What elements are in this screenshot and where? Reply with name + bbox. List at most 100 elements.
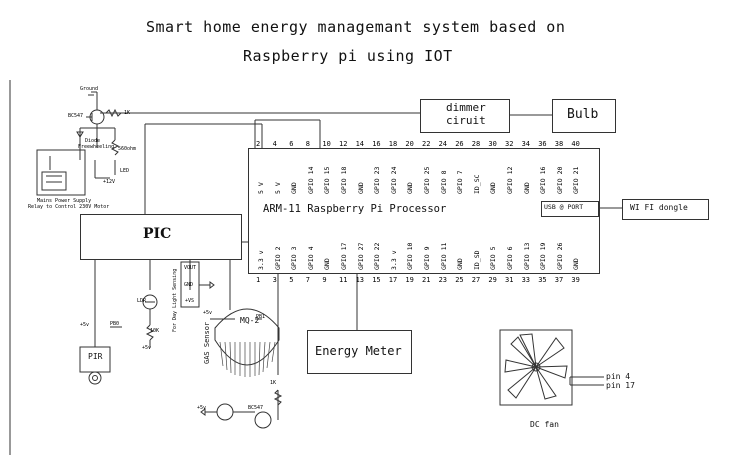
gpio-bottom-pin-label: GPIO 27 — [356, 242, 365, 270]
dc-fan-label: DC fan — [530, 420, 559, 429]
gpio-top-pin-label: GPIO 8 — [439, 170, 448, 194]
gas-sensor-label: GAS Sensor — [203, 321, 211, 364]
pir-pb0-label: PB0 — [110, 321, 120, 327]
gpio-bottom-pin-number: 5 — [289, 276, 294, 284]
wifi-dongle-label: WI FI dongle — [630, 203, 688, 212]
gpio-bottom-pin-label: GPIO 22 — [373, 242, 382, 270]
gpio-top-pin-label: GND — [356, 182, 365, 194]
gpio-bottom-pin-number: 21 — [422, 276, 431, 284]
gpio-top-pin-label: GND — [290, 182, 299, 194]
gpio-top-pin-label: GPIO 14 — [306, 166, 315, 194]
bc547-top-label: BC547 — [68, 113, 84, 119]
gpio-bottom-pin-label: GPIO 19 — [539, 242, 548, 270]
gpio-bottom-pin-number: 9 — [322, 276, 327, 284]
gpio-top-pin-number: 10 — [322, 140, 331, 148]
energy-meter-block — [307, 330, 412, 374]
day-light-label: For Day Light Sensing — [172, 268, 178, 332]
gpio-top-pin-label: GPIO 7 — [456, 170, 465, 194]
gpio-top-pin-label: GND — [522, 182, 531, 194]
gpio-bottom-pin-label: GPIO 5 — [489, 246, 498, 270]
gpio-bottom-pin-number: 13 — [355, 276, 365, 284]
bc547-bottom-label: BC547 — [248, 405, 264, 411]
gpio-bottom-pin-label: GPIO 9 — [423, 246, 431, 270]
ground-label: Ground — [80, 86, 99, 92]
gpio-bottom-pin-label: 3.3 v — [389, 250, 398, 270]
gpio-top-pin-label: GPIO 25 — [423, 166, 431, 194]
wifi-dongle-block — [622, 199, 709, 220]
mains-label: Mains Power Supply — [37, 198, 92, 204]
gpio-bottom-pin-label: GPIO 11 — [439, 242, 448, 270]
pir-5v-label: +5v — [80, 322, 90, 328]
gpio-top-pin-label: ID_SC — [472, 174, 481, 194]
gpio-bottom-pin-label: GND — [456, 258, 465, 270]
pic-microcontroller-block — [80, 214, 242, 260]
led-label: LED — [120, 168, 130, 174]
gpio-top-pin-label: GPIO 15 — [323, 166, 332, 194]
gpio-top-pin-number: 34 — [521, 140, 531, 148]
mq2-pb1-label: PB1 — [256, 314, 266, 320]
gpio-bottom-pin-number: 29 — [488, 276, 497, 284]
gpio-bottom-pin-label: GPIO 6 — [506, 246, 514, 270]
gpio-bottom-pin-label: GPIO 4 — [306, 246, 315, 270]
gpio-top-pin-number: 16 — [372, 140, 381, 148]
gpio-bottom-pin-number: 27 — [471, 276, 481, 284]
dimmer-label-1: dimmer — [446, 101, 486, 114]
mq2-label: MQ-2 — [240, 316, 260, 325]
gpio-top-pin-label: 5 V — [273, 182, 282, 194]
title-line-1: Smart home energy managemant system base… — [146, 18, 566, 36]
energy-meter-label: Energy Meter — [315, 344, 402, 358]
pin4-label: pin 4 — [606, 372, 631, 381]
relay-label: Relay to Control 230V Motor — [28, 204, 110, 210]
bulb-block — [552, 99, 616, 133]
gpio-bottom-pin-number: 1 — [256, 276, 261, 284]
gpio-bottom-pin-number: 25 — [455, 276, 464, 284]
gpio-bottom-pin-number: 11 — [339, 276, 348, 284]
gpio-bottom-pin-label: GPIO 2 — [273, 246, 282, 270]
pic-label: PIC — [143, 226, 172, 242]
gpio-bottom-pin-label: GPIO 10 — [406, 242, 415, 270]
gpio-bottom-pin-number: 17 — [388, 276, 398, 284]
gnd-sensor-label: GND — [184, 282, 194, 288]
gpio-bottom-pin-number: 33 — [521, 276, 531, 284]
gpio-top-pin-number: 36 — [538, 140, 547, 148]
gpio-top-pin-number: 18 — [388, 140, 398, 148]
gpio-top-pin-label: GPIO 18 — [340, 166, 348, 194]
pir-label: PIR — [88, 352, 103, 361]
bottom-5v-label: +5v — [197, 405, 207, 411]
gpio-top-pin-number: 12 — [339, 140, 348, 148]
gpio-top-pin-label: GPIO 24 — [389, 166, 398, 194]
gpio-top-pin-number: 28 — [471, 140, 481, 148]
bottom-1k-label: 1K — [270, 380, 277, 386]
title-line-2: Raspberry pi using IOT — [243, 47, 453, 65]
gpio-bottom-pin-label: GPIO 13 — [522, 242, 531, 270]
gpio-top-pin-number: 38 — [554, 140, 564, 148]
gpio-bottom-pin-number: 19 — [405, 276, 414, 284]
gpio-top-pin-label: GPIO 20 — [555, 166, 564, 194]
gpio-top-pin-number: 6 — [289, 140, 294, 148]
gpio-bottom-pin-label: 3.3 v — [257, 250, 265, 270]
dimmer-label-2: ciruit — [446, 114, 486, 127]
usb-port-label: USB @ PORT — [544, 203, 584, 211]
res-560-label: 560ohm — [118, 146, 137, 152]
bulb-label: Bulb — [567, 107, 599, 122]
gpio-top-pin-number: 8 — [305, 140, 311, 148]
gpio-bottom-pin-number: 3 — [272, 276, 277, 284]
gpio-top-pin-number: 4 — [272, 140, 277, 148]
gpio-top-pin-label: GPIO 23 — [373, 166, 382, 194]
processor-label: ARM-11 Raspberry Pi Processor — [263, 203, 447, 215]
gpio-bottom-pin-number: 31 — [505, 276, 514, 284]
ldr-5v-label: +5v — [142, 345, 152, 351]
gpio-top-pin-label: 5 V — [257, 182, 265, 194]
gpio-top-pin-label: GPIO 16 — [539, 166, 548, 194]
mq2-5v-label: +5v — [203, 310, 213, 316]
gpio-bottom-pin-label: GPIO 3 — [290, 246, 299, 270]
res-10k-label: 10K — [150, 328, 160, 334]
gpio-top-pin-label: GPIO 21 — [572, 166, 581, 194]
gpio-bottom-pin-label: GND — [323, 258, 332, 270]
ldr-label: LDR — [137, 298, 147, 304]
gpio-top-pin-number: 40 — [571, 140, 580, 148]
gpio-bottom-pin-label: GND — [572, 258, 581, 270]
gpio-top-pin-label: GPIO 12 — [506, 166, 514, 194]
